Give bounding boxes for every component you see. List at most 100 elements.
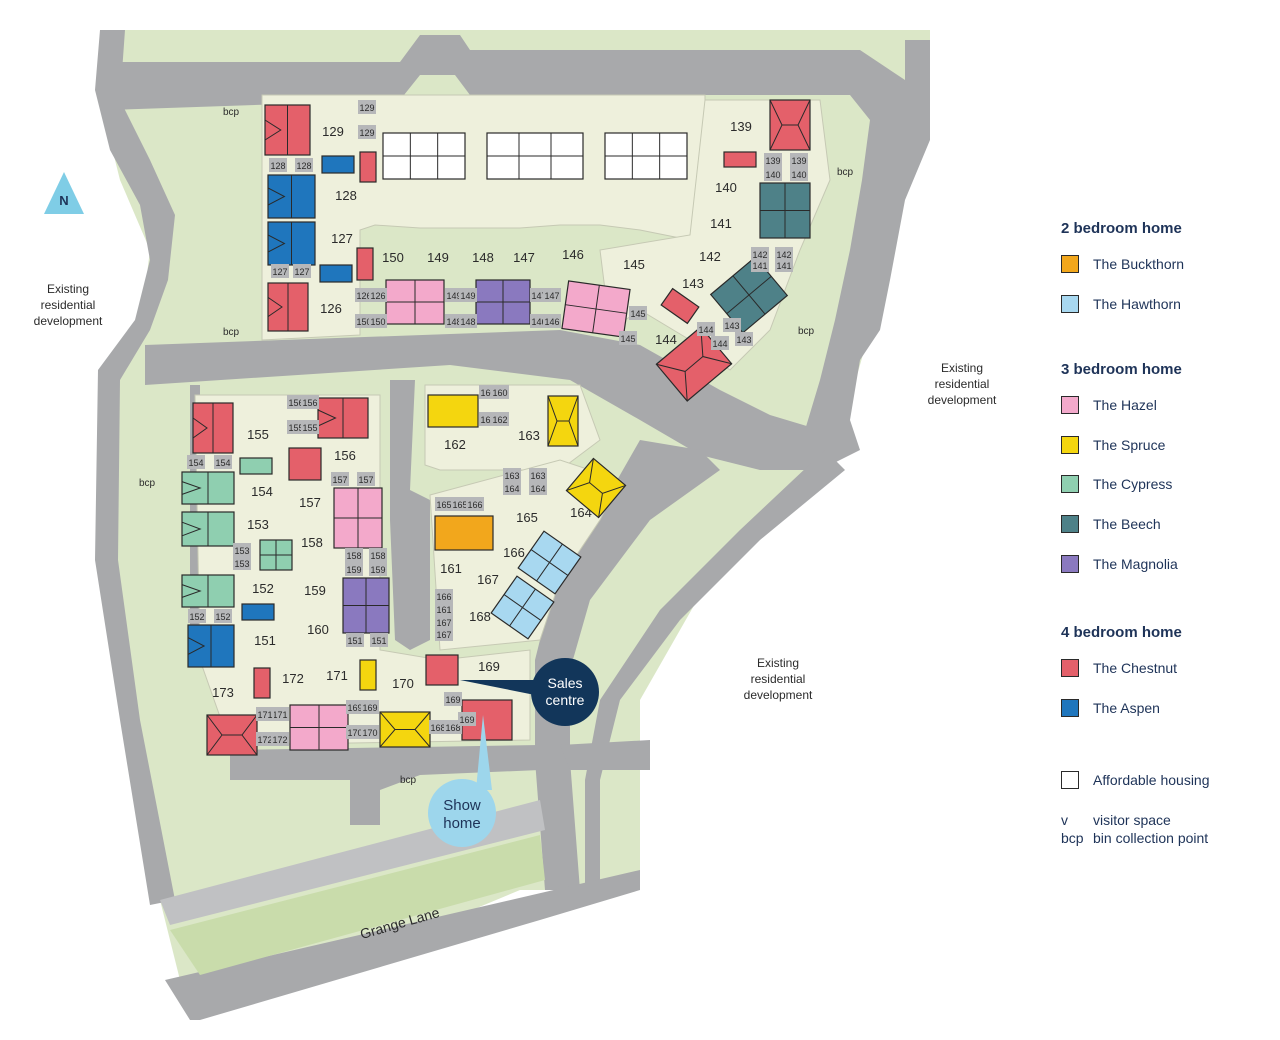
plot-number[interactable]: 140 (715, 180, 737, 195)
house-chestnut[interactable] (192, 402, 234, 454)
house-aspen[interactable] (321, 155, 355, 174)
house-cypress[interactable] (181, 574, 235, 608)
house-spruce[interactable] (359, 659, 377, 691)
parking-space-label: 127 (272, 267, 287, 277)
plot-number[interactable]: 166 (503, 545, 525, 560)
house-chestnut[interactable] (356, 247, 374, 281)
plot-number[interactable]: 143 (682, 276, 704, 291)
legend-swatch (1061, 255, 1079, 273)
legend-label: The Buckthorn (1093, 256, 1185, 272)
plot-number[interactable]: 151 (254, 633, 276, 648)
house-beech[interactable] (709, 256, 789, 334)
house-hawthorn[interactable] (490, 575, 555, 640)
house-affordable[interactable] (382, 132, 466, 180)
legend-item-affordable: Affordable housing (1058, 769, 1210, 791)
house-chestnut[interactable] (660, 287, 700, 325)
house-aspen[interactable] (241, 603, 275, 621)
plot-number[interactable]: 163 (518, 428, 540, 443)
house-aspen[interactable] (267, 221, 316, 266)
plot-number[interactable]: 142 (699, 249, 721, 264)
plot-number[interactable]: 168 (469, 609, 491, 624)
house-aspen[interactable] (319, 264, 353, 283)
house-cypress[interactable] (181, 511, 235, 547)
plot-number[interactable]: 150 (382, 250, 404, 265)
house-chestnut[interactable] (723, 151, 757, 168)
plot-number[interactable]: 127 (331, 231, 353, 246)
parking-space-label: 169 (347, 703, 362, 713)
house-hazel[interactable] (385, 279, 445, 325)
plot-number[interactable]: 162 (444, 437, 466, 452)
plot-number[interactable]: 147 (513, 250, 535, 265)
plot-number[interactable]: 153 (247, 517, 269, 532)
plot-number[interactable]: 167 (477, 572, 499, 587)
house-cypress[interactable] (181, 471, 235, 505)
plot-number[interactable]: 158 (301, 535, 323, 550)
plot-number[interactable]: 165 (516, 510, 538, 525)
plot-number[interactable]: 146 (562, 247, 584, 262)
house-chestnut[interactable] (317, 397, 369, 439)
house-hawthorn[interactable] (517, 530, 582, 595)
house-magnolia[interactable] (342, 577, 390, 634)
house-buckthorn[interactable] (434, 515, 494, 551)
parking-space-label: 158 (346, 551, 361, 561)
plot-number[interactable]: 152 (252, 581, 274, 596)
house-hazel[interactable] (561, 280, 631, 338)
plot-number[interactable]: 157 (299, 495, 321, 510)
plot-number[interactable]: 126 (320, 301, 342, 316)
parking-space-label: 154 (215, 458, 230, 468)
house-hazel[interactable] (289, 704, 349, 751)
plot-number[interactable]: 160 (307, 622, 329, 637)
plot-number[interactable]: 173 (212, 685, 234, 700)
house-aspen[interactable] (187, 624, 235, 668)
plot-number[interactable]: 149 (427, 250, 449, 265)
house-cypress[interactable] (259, 539, 293, 571)
plot-number[interactable]: 145 (623, 257, 645, 272)
plot-number[interactable]: 159 (304, 583, 326, 598)
house-spruce[interactable] (379, 711, 431, 748)
plot-number[interactable]: 154 (251, 484, 273, 499)
house-beech[interactable] (759, 182, 811, 239)
plot-number[interactable]: 128 (335, 188, 357, 203)
roads (95, 30, 930, 1020)
house-affordable[interactable] (604, 132, 688, 180)
house-chestnut[interactable] (359, 151, 377, 183)
parking-space-label: 164 (504, 484, 519, 494)
plot-number[interactable]: 169 (478, 659, 500, 674)
legend-section-title: 4 bedroom home (1061, 624, 1182, 641)
house-chestnut[interactable] (425, 654, 459, 686)
plot-number[interactable]: 171 (326, 668, 348, 683)
house-spruce[interactable] (547, 395, 579, 447)
north-label: N (59, 193, 68, 208)
house-affordable[interactable] (486, 132, 584, 180)
plot-number[interactable]: 148 (472, 250, 494, 265)
legend-swatch (1061, 699, 1079, 717)
parking-space-label: 139 (791, 156, 806, 166)
house-aspen[interactable] (267, 174, 316, 219)
legend-item: The Spruce (1058, 434, 1165, 456)
house-chestnut[interactable] (206, 714, 258, 756)
plot-number[interactable]: 172 (282, 671, 304, 686)
house-magnolia[interactable] (475, 279, 531, 325)
house-spruce[interactable] (427, 394, 479, 428)
plot-number[interactable]: 155 (247, 427, 269, 442)
plot-number[interactable]: 170 (392, 676, 414, 691)
house-chestnut[interactable] (253, 667, 271, 699)
plot-number[interactable]: 144 (655, 332, 677, 347)
house-chestnut[interactable] (769, 99, 811, 151)
house-hazel[interactable] (333, 487, 383, 549)
house-cypress[interactable] (239, 457, 273, 475)
plot-number[interactable]: 139 (730, 119, 752, 134)
house-chestnut[interactable] (288, 447, 322, 481)
plot-number[interactable]: 129 (322, 124, 344, 139)
house-chestnut[interactable] (267, 282, 309, 332)
plot-number[interactable]: 141 (710, 216, 732, 231)
house-chestnut[interactable] (264, 104, 311, 156)
house-spruce[interactable] (565, 457, 627, 519)
parking-space-label: 163 (530, 471, 545, 481)
plot-number[interactable]: 161 (440, 561, 462, 576)
plot-number[interactable]: 164 (570, 505, 592, 520)
plot-number[interactable]: 156 (334, 448, 356, 463)
